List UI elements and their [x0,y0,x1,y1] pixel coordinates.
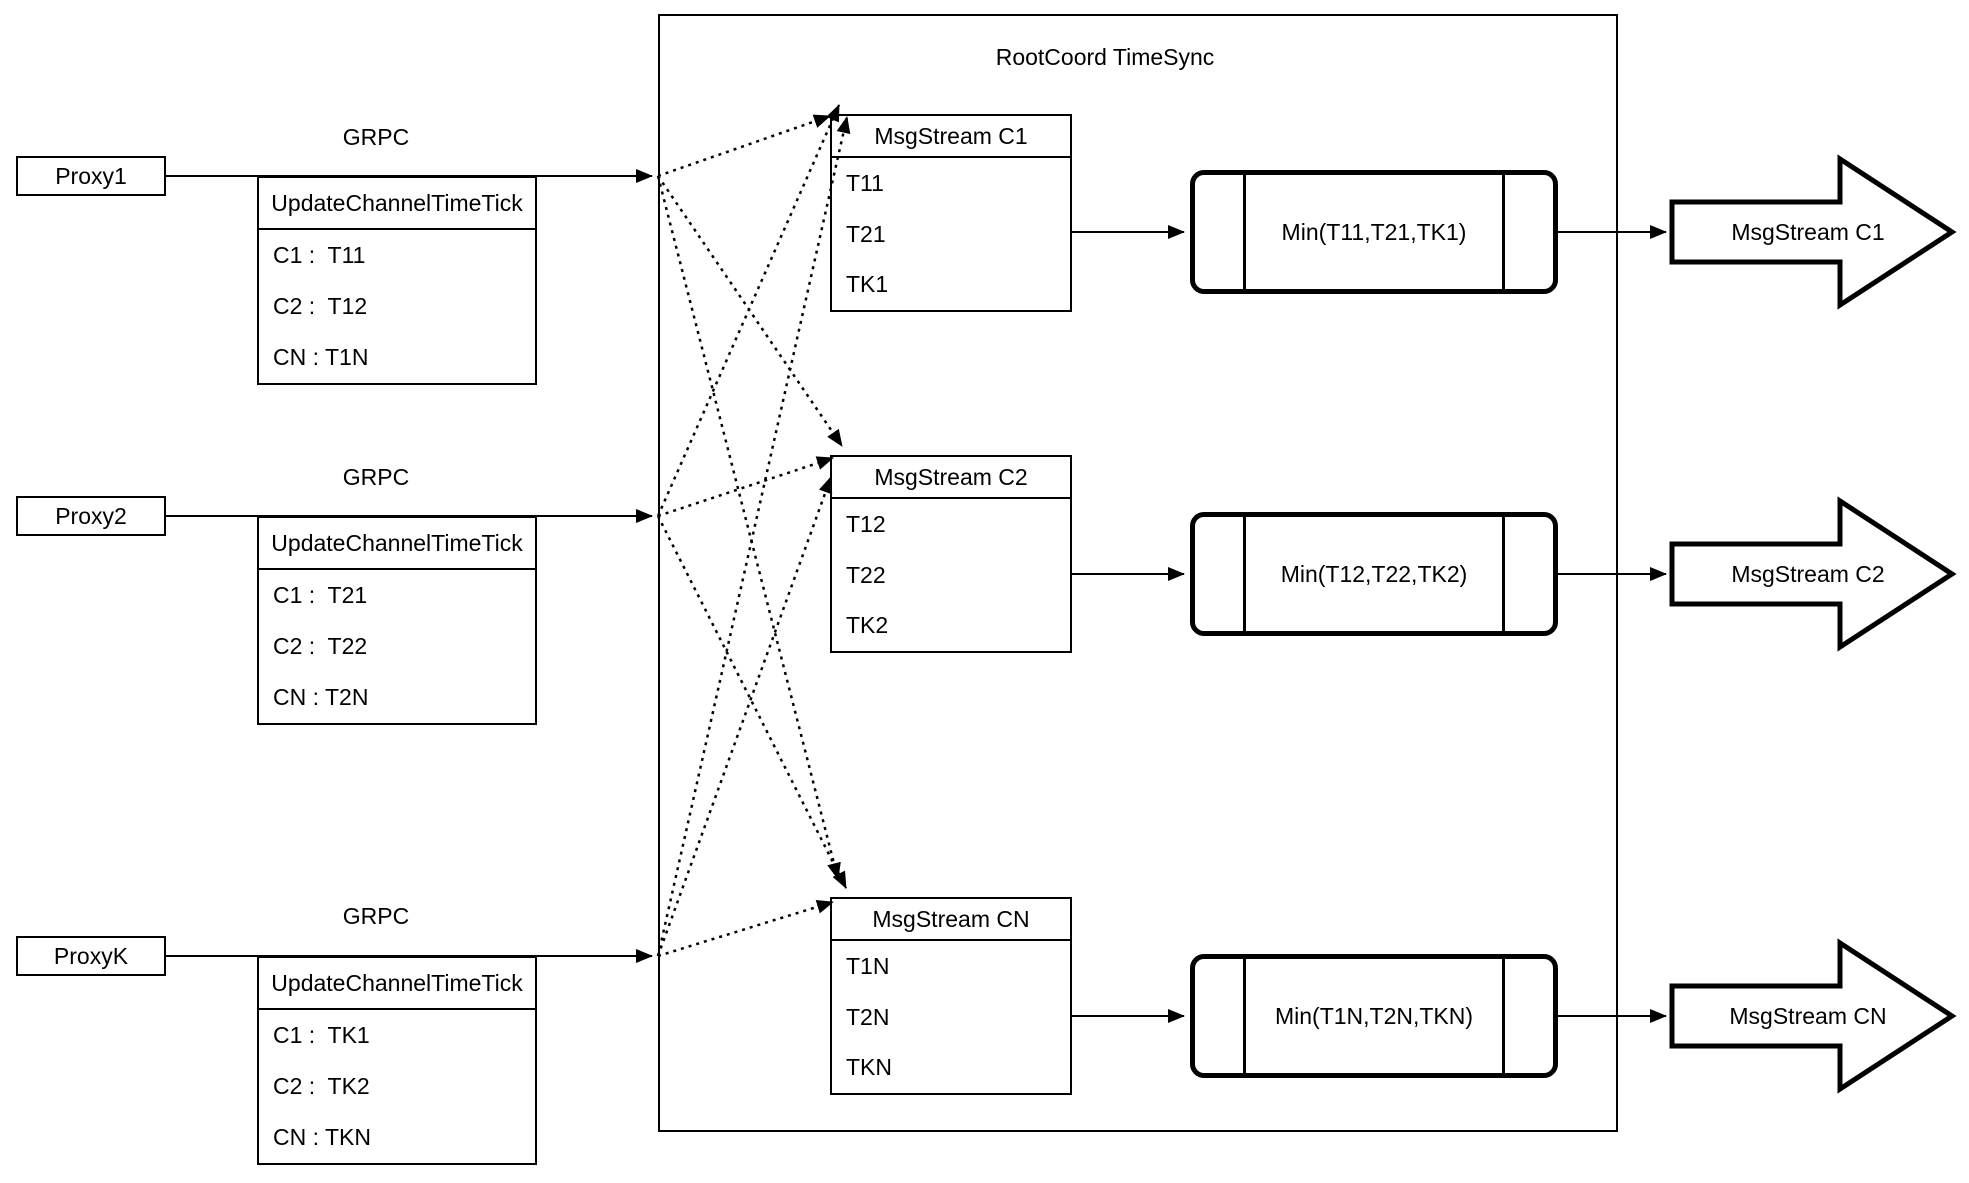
grpc-label-2: GRPC [342,464,410,490]
msgstream-table-c1: MsgStream C1 T11 T21 TK1 [830,114,1072,312]
msgstream-table-c1-entry: T21 [846,220,886,247]
min-box-2: Min(T12,T22,TK2) [1190,512,1558,636]
msgstream-table-c2-entry: TK2 [846,612,889,639]
msgstream-table-c2: MsgStream C2 T12 T22 TK2 [830,455,1072,653]
update-table-1-entry: C2 : T12 [273,293,368,319]
output-block-arrow-cn-label: MsgStream CN [1729,1003,1886,1029]
msgstream-table-cn: MsgStream CN T1N T2N TKN [830,897,1072,1095]
output-block-arrow-cn [1669,938,1957,1094]
update-table-2-entry: CN : T2N [273,684,369,710]
msgstream-table-cn-entry: T2N [846,1003,890,1030]
update-table-3: UpdateChannelTimeTick C1 : TK1 C2 : TK2 … [257,956,537,1165]
update-table-2-entry: C2 : T22 [273,633,368,659]
msgstream-table-c2-entry: T12 [846,510,886,537]
min-box-3-left-bar [1243,959,1246,1073]
update-table-2: UpdateChannelTimeTick C1 : T21 C2 : T22 … [257,516,537,725]
proxy1-box: Proxy1 [16,156,166,196]
update-table-3-entry: CN : TKN [273,1124,371,1150]
msgstream-table-c1-entry: TK1 [846,271,889,298]
proxy1-label: Proxy1 [55,162,127,189]
update-table-1: UpdateChannelTimeTick C1 : T11 C2 : T12 … [257,176,537,385]
update-table-2-header: UpdateChannelTimeTick [259,518,535,570]
output-block-arrow-c1 [1669,154,1957,310]
proxyk-box: ProxyK [16,936,166,976]
update-table-2-entry: C1 : T21 [273,582,368,608]
update-table-1-entry: CN : T1N [273,344,369,370]
msgstream-table-cn-header: MsgStream CN [832,899,1070,941]
output-block-arrow-c2 [1669,496,1957,652]
output-block-arrow-c1-label: MsgStream C1 [1731,219,1884,245]
update-table-1-entry: C1 : T11 [273,242,366,268]
proxy2-box: Proxy2 [16,496,166,536]
rootcoord-title: RootCoord TimeSync [995,44,1215,70]
msgstream-table-cn-entry: T1N [846,952,890,979]
min-box-1-right-bar [1502,175,1505,289]
msgstream-table-c1-header: MsgStream C1 [832,116,1070,158]
msgstream-table-c2-header: MsgStream C2 [832,457,1070,499]
update-table-3-entry: C2 : TK2 [273,1073,370,1099]
msgstream-table-c2-entry: T22 [846,561,886,588]
grpc-label-1: GRPC [342,124,410,150]
min-box-3-label: Min(T1N,T2N,TKN) [1274,1002,1474,1029]
update-table-3-entry: C1 : TK1 [273,1022,370,1048]
min-box-1-left-bar [1243,175,1246,289]
proxy2-label: Proxy2 [55,502,127,529]
output-block-arrow-c2-label: MsgStream C2 [1731,561,1884,587]
min-box-1-label: Min(T11,T21,TK1) [1281,218,1467,245]
min-box-2-left-bar [1243,517,1246,631]
min-box-1: Min(T11,T21,TK1) [1190,170,1558,294]
min-box-2-label: Min(T12,T22,TK2) [1280,560,1468,587]
grpc-label-3: GRPC [342,903,410,929]
msgstream-table-cn-entry: TKN [846,1054,892,1081]
msgstream-table-c1-entry: T11 [846,169,884,196]
min-box-3: Min(T1N,T2N,TKN) [1190,954,1558,1078]
min-box-2-right-bar [1502,517,1505,631]
proxyk-label: ProxyK [53,942,129,969]
min-box-3-right-bar [1502,959,1505,1073]
update-table-1-header: UpdateChannelTimeTick [259,178,535,230]
update-table-3-header: UpdateChannelTimeTick [259,958,535,1010]
